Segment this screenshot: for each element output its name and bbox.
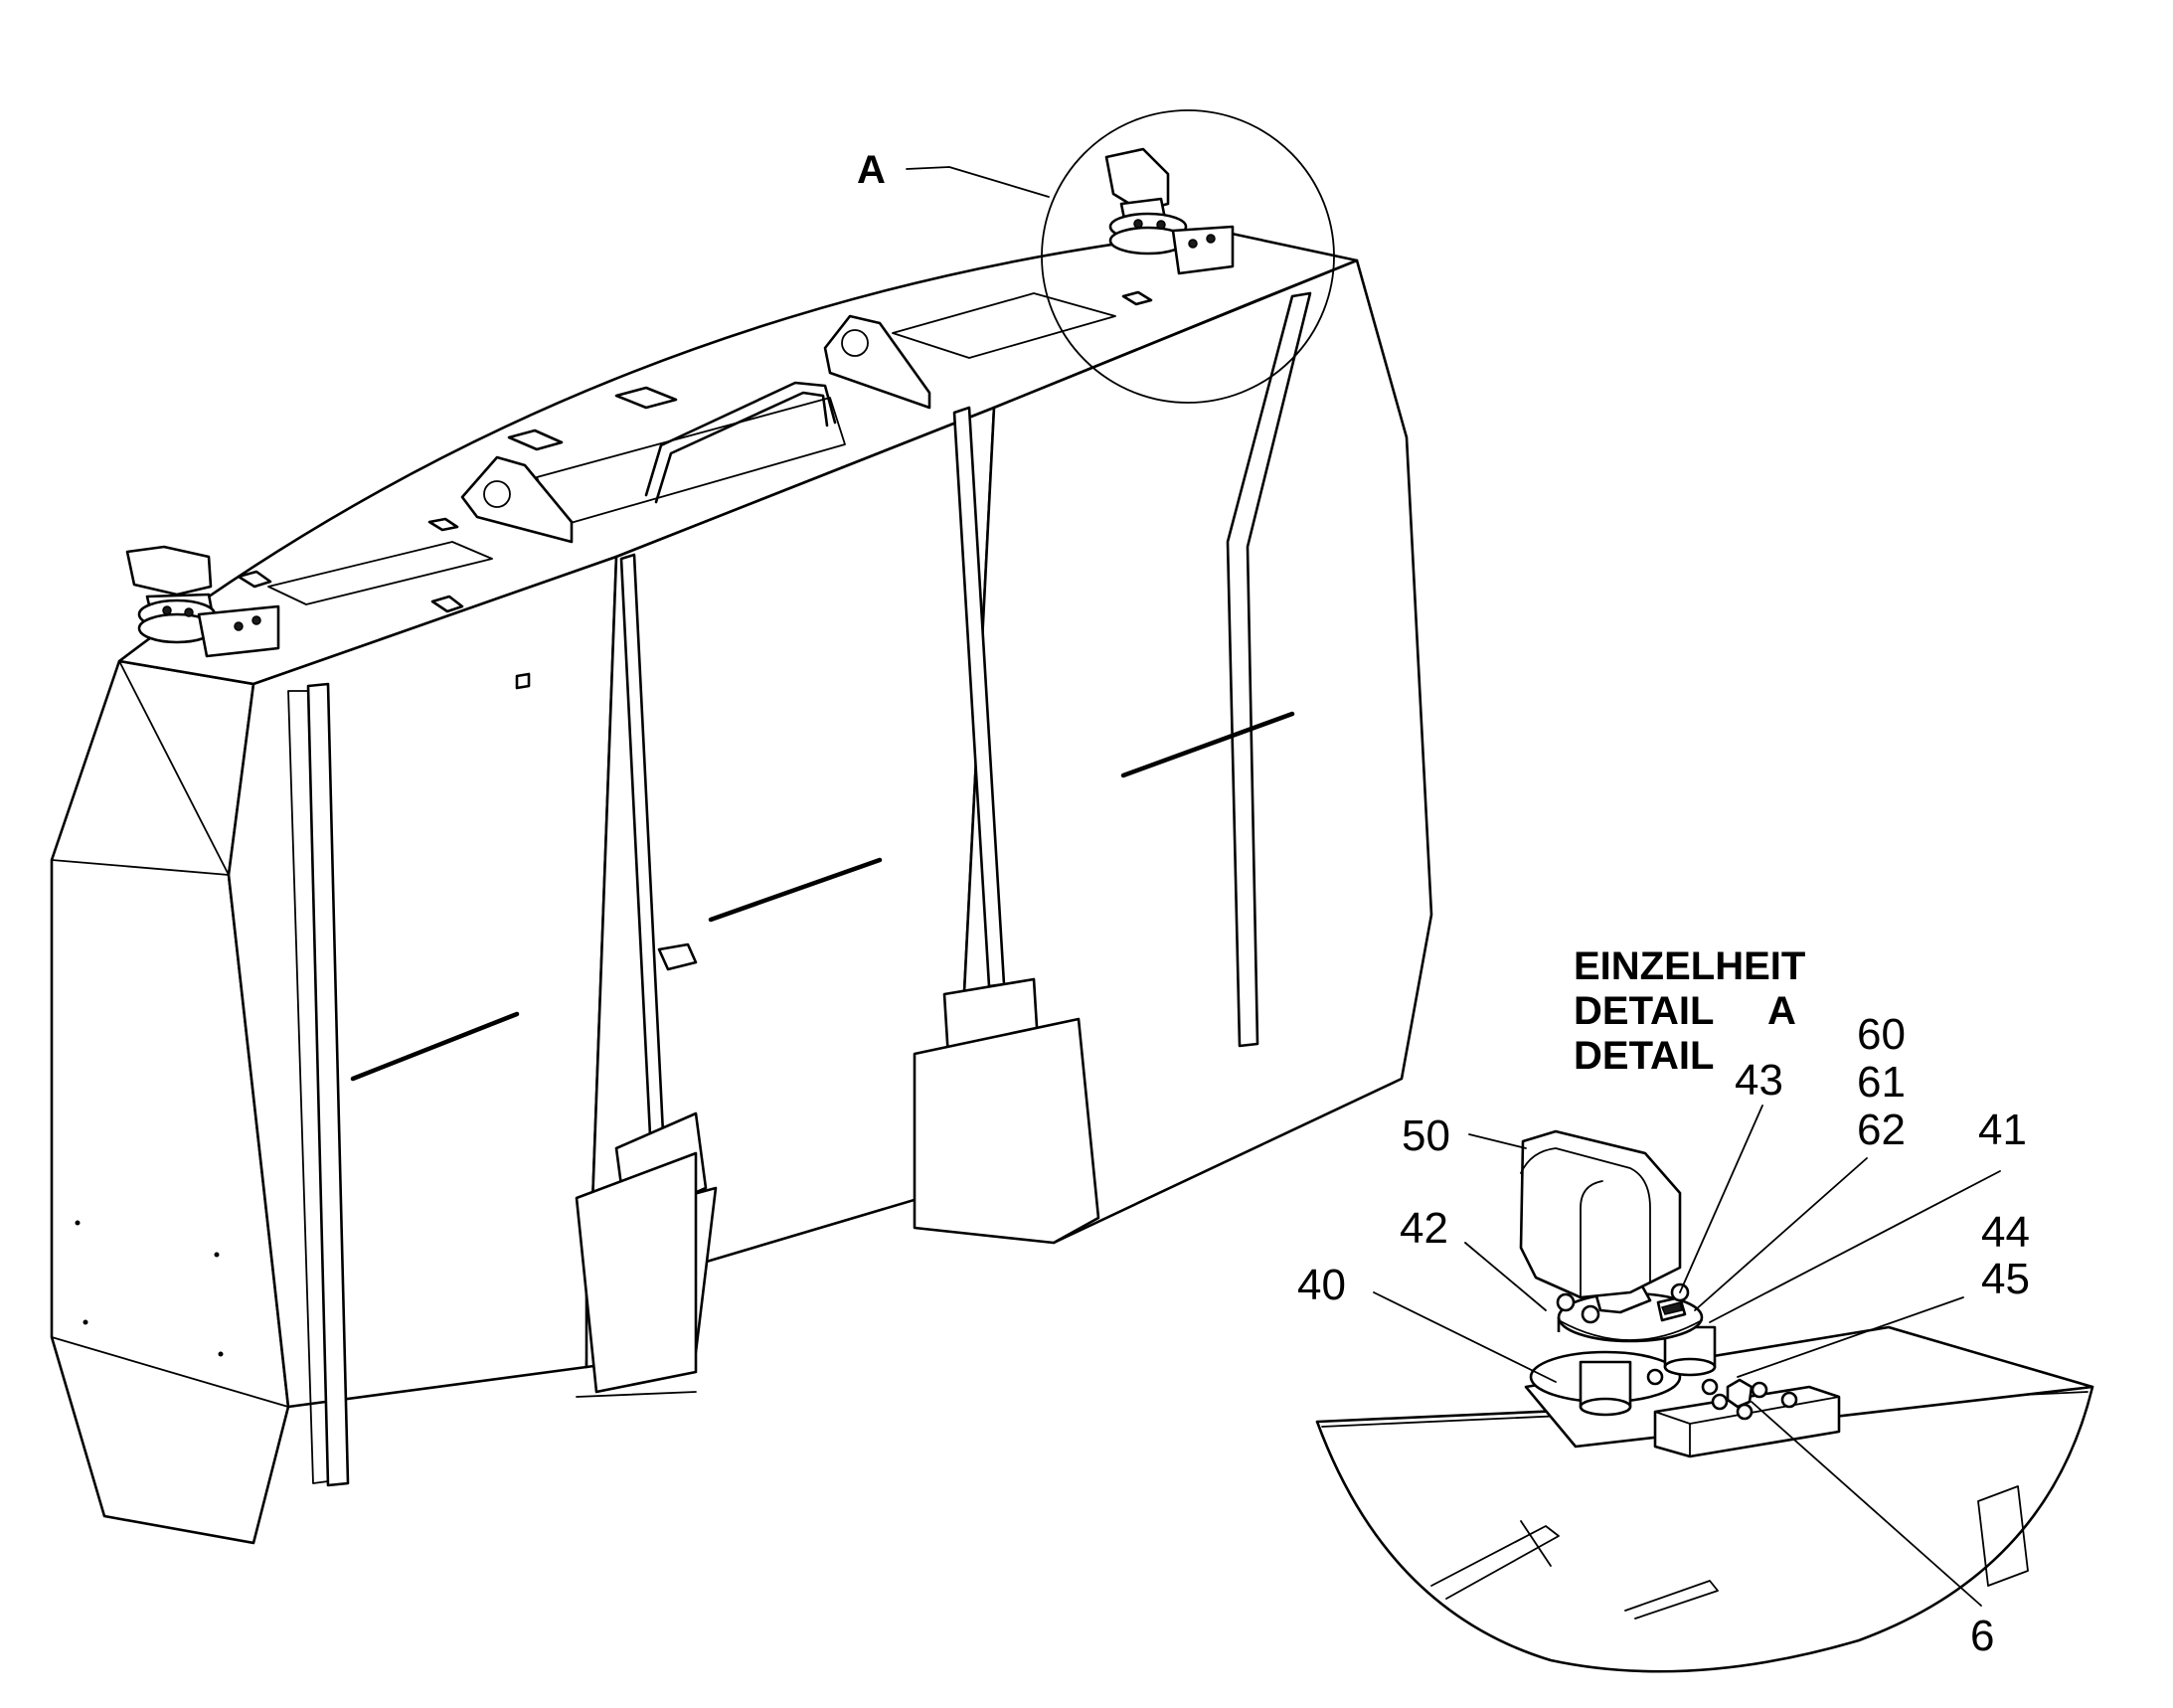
callout-40: 40 xyxy=(1297,1261,1346,1309)
callout-6: 6 xyxy=(1970,1612,1994,1660)
detail-title-line1: EINZELHEIT xyxy=(1574,944,1805,988)
tank-lower-sump xyxy=(575,1151,698,1398)
callout-43: 43 xyxy=(1735,1056,1783,1105)
callout-labels: A EINZELHEIT DETAIL A DETAIL 50 42 40 43… xyxy=(857,148,2030,1660)
detail-view xyxy=(1315,1129,2094,1673)
detail-switch-box xyxy=(1519,1129,1682,1299)
tank-front-panel-1 xyxy=(227,555,618,1487)
tank-right-sensor xyxy=(1104,147,1235,275)
callout-42: 42 xyxy=(1400,1204,1448,1253)
detail-tank-section xyxy=(1315,1385,2094,1673)
callout-44: 44 xyxy=(1981,1208,2030,1257)
callout-60: 60 xyxy=(1857,1010,1906,1059)
callout-41: 41 xyxy=(1978,1106,2027,1154)
callout-50: 50 xyxy=(1402,1111,1450,1160)
detail-title-line2-suffix: A xyxy=(1767,989,1796,1033)
tank-front-panel-3 xyxy=(913,258,1433,1245)
detail-marker-label: A xyxy=(857,148,886,192)
detail-title-line3: DETAIL xyxy=(1574,1034,1714,1078)
detail-a-leader xyxy=(906,166,1050,198)
detail-title-line2: DETAIL xyxy=(1574,989,1714,1033)
tank-top-surface xyxy=(117,229,1359,686)
callout-62: 62 xyxy=(1857,1106,1906,1154)
callout-leaders xyxy=(1373,1105,2001,1607)
callout-45: 45 xyxy=(1981,1255,2030,1303)
tank-assembly xyxy=(50,109,1433,1545)
callout-61: 61 xyxy=(1857,1058,1906,1107)
tank-left-sensor xyxy=(125,545,280,658)
detail-circle-a xyxy=(1041,109,1335,404)
